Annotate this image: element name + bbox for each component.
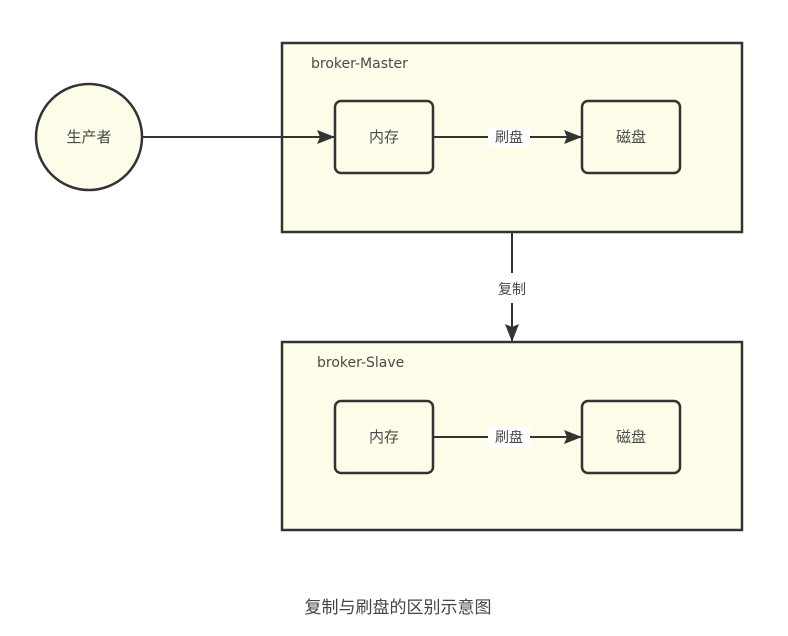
producer-label: 生产者 <box>66 128 111 146</box>
broker-master-title: broker-Master <box>311 56 408 72</box>
master-memory-node[interactable]: 内存 <box>333 99 435 175</box>
master-disk-box <box>580 99 682 175</box>
slave-disk-node[interactable]: 磁盘 <box>580 399 682 475</box>
master-disk-label: 磁盘 <box>616 128 646 146</box>
master-disk-node[interactable]: 磁盘 <box>580 99 682 175</box>
master-flush-edge: 刷盘 <box>433 127 582 147</box>
slave-disk-box <box>580 399 682 475</box>
diagram-caption: 复制与刷盘的区别示意图 <box>305 598 492 618</box>
slave-memory-node[interactable]: 内存 <box>333 399 435 475</box>
master-flush-label: 刷盘 <box>495 129 523 146</box>
master-memory-label: 内存 <box>369 128 399 146</box>
replication-edge: 复制 <box>498 232 526 342</box>
master-flush-label-bg <box>488 127 530 147</box>
broker-slave-title: broker-Slave <box>317 355 404 371</box>
slave-flush-label: 刷盘 <box>495 429 523 446</box>
slave-flush-label-bg <box>488 427 530 447</box>
broker-master-group[interactable]: broker-Master 内存 磁盘 刷盘 <box>280 41 744 234</box>
slave-memory-label: 内存 <box>369 428 399 446</box>
producer-node[interactable]: 生产者 <box>34 82 144 192</box>
broker-slave-group[interactable]: broker-Slave 内存 磁盘 刷盘 <box>280 340 744 532</box>
slave-disk-label: 磁盘 <box>616 428 646 446</box>
slave-flush-edge: 刷盘 <box>433 427 582 447</box>
replication-label: 复制 <box>498 281 526 298</box>
